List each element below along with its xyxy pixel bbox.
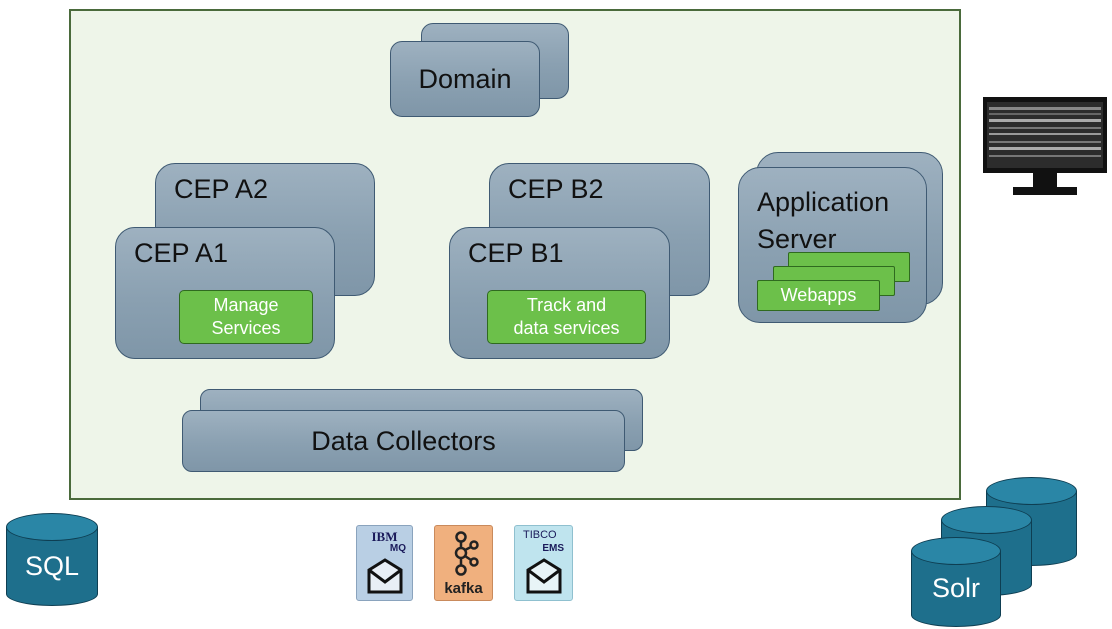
kafka-icon: kafka	[434, 525, 493, 601]
data-collectors-label: Data Collectors	[311, 425, 496, 456]
data-collectors-node[interactable]: Data Collectors	[182, 410, 625, 472]
domain-node[interactable]: Domain	[390, 41, 540, 117]
webapps-label: Webapps	[780, 285, 857, 305]
track-data-services-box[interactable]: Track and data services	[487, 290, 646, 344]
kafka-label: kafka	[444, 580, 483, 597]
sql-label: SQL	[24, 551, 80, 581]
cep-b1-label: CEP B1	[468, 238, 564, 268]
webapps-box[interactable]: Webapps	[757, 280, 880, 311]
solr-label: Solr	[931, 573, 980, 603]
ems-label: EMS	[542, 543, 564, 554]
solr-database-icon: Solr	[911, 537, 1001, 627]
monitor-icon	[983, 97, 1107, 197]
tibco-ems-icon: TIBCO EMS	[514, 525, 573, 601]
cep-b2-label: CEP B2	[508, 174, 604, 204]
track-services-line1: Track and	[526, 295, 607, 315]
app-server-label-line2: Server	[757, 224, 837, 254]
ibm-label: IBM	[371, 529, 398, 544]
manage-services-line1: Manage	[213, 295, 279, 315]
manage-services-box[interactable]: Manage Services	[179, 290, 313, 344]
mq-label: MQ	[389, 543, 406, 554]
track-services-line2: data services	[513, 318, 620, 338]
cep-a2-label: CEP A2	[174, 174, 269, 204]
sql-database-icon: SQL	[6, 513, 98, 606]
cep-a1-label: CEP A1	[134, 238, 229, 268]
tibco-label: TIBCO	[523, 529, 557, 541]
ibm-mq-icon: IBM MQ	[356, 525, 413, 601]
manage-services-line2: Services	[211, 318, 281, 338]
app-server-label-line1: Application	[757, 187, 890, 217]
domain-label: Domain	[418, 63, 512, 94]
